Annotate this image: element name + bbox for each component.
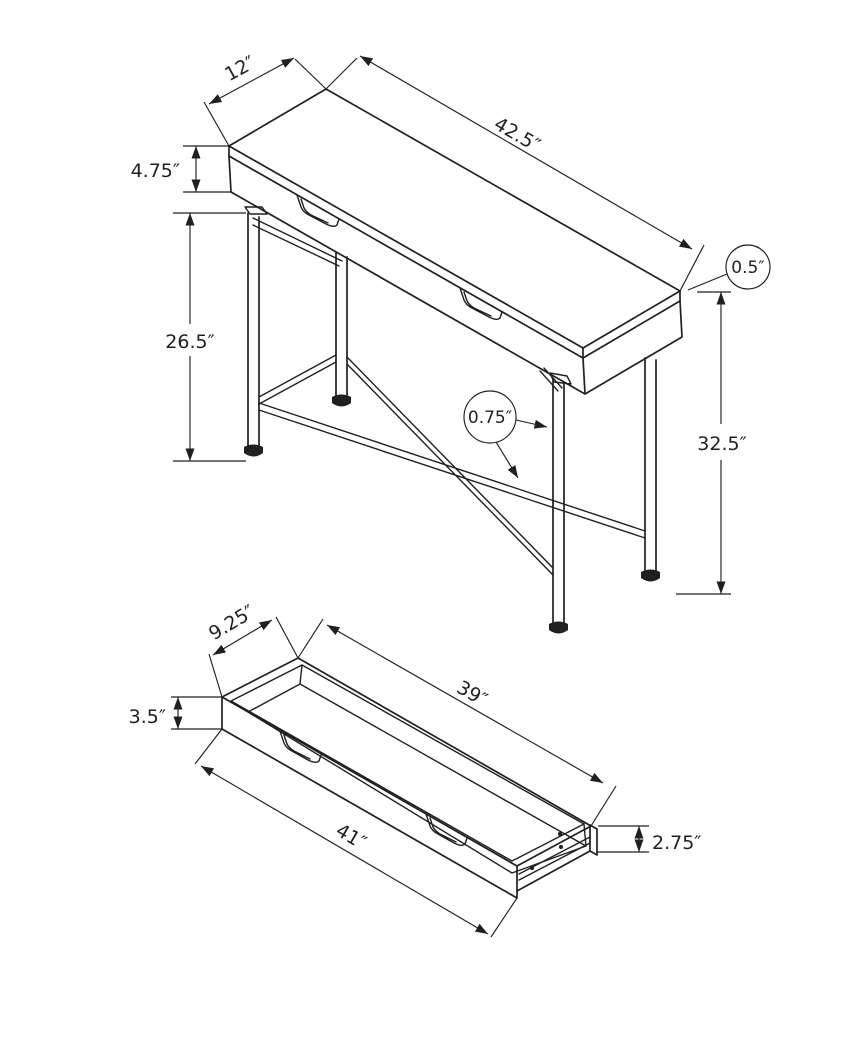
callout-circle-top-thickness xyxy=(725,244,771,290)
dim-line-top-depth xyxy=(208,57,295,105)
dim-drawer-inner-width-label: 39″ xyxy=(453,676,491,711)
table-top-slab-edge xyxy=(228,145,681,359)
dim-line-top-length xyxy=(359,55,693,250)
leg-foot-caps xyxy=(244,394,660,634)
dim-apron-height-label: 4.75″ xyxy=(131,160,180,182)
leg-top-brackets xyxy=(244,206,572,385)
table-dimensions: 12″ 42.5″ 4.75″ 26.5″ 32.5″ 0.5″ 0.75″ xyxy=(131,52,771,595)
dim-line-drawer-outer-width xyxy=(200,765,489,935)
drawer-extension-lines xyxy=(171,616,649,938)
x-cross-braces xyxy=(258,356,646,576)
console-table-drawing xyxy=(228,88,683,634)
callout-circle-leg-tube xyxy=(463,390,517,444)
side-stretcher xyxy=(258,354,337,405)
callout-leader-leg xyxy=(515,419,548,429)
dim-top-length-label: 42.5″ xyxy=(490,113,544,157)
dim-drawer-side-height-label: 2.75″ xyxy=(652,832,701,854)
table-extension-lines xyxy=(173,57,731,595)
dim-top-depth-label: 12″ xyxy=(221,52,259,86)
callout-top-thickness-label: 0.5″ xyxy=(731,258,764,278)
table-top-face xyxy=(228,88,681,349)
dim-line-drawer-depth xyxy=(212,619,273,656)
drawer-front-face xyxy=(221,696,518,899)
drawer-drawing xyxy=(221,657,598,899)
callout-leader-top-thickness xyxy=(687,273,728,291)
drawer-handle-notch-left xyxy=(279,730,322,763)
apron-handle-notch-right xyxy=(459,287,503,320)
dim-leg-height-label: 26.5″ xyxy=(165,331,214,353)
dim-line-drawer-inner-width xyxy=(326,624,604,784)
dim-overall-height-label: 32.5″ xyxy=(697,433,746,455)
dim-drawer-front-height-label: 3.5″ xyxy=(129,706,166,728)
dim-drawer-depth-label: 9.25″ xyxy=(205,601,259,645)
leg-gussets xyxy=(252,217,563,392)
drawer-slide-screws xyxy=(529,831,564,871)
drawer-dimensions: 9.25″ 39″ 41″ 3.5″ 2.75″ xyxy=(129,601,701,938)
dim-drawer-outer-width-label: 41″ xyxy=(332,819,370,854)
callout-leader-brace xyxy=(495,441,519,479)
apron-handle-notch-left xyxy=(296,194,340,227)
drawer-rim-inner xyxy=(230,664,585,862)
table-apron xyxy=(228,155,683,395)
table-legs xyxy=(247,212,657,630)
drawer-interior xyxy=(247,664,587,874)
callout-leg-tube-label: 0.75″ xyxy=(468,408,512,428)
drawer-handle-notch-right xyxy=(425,813,468,846)
